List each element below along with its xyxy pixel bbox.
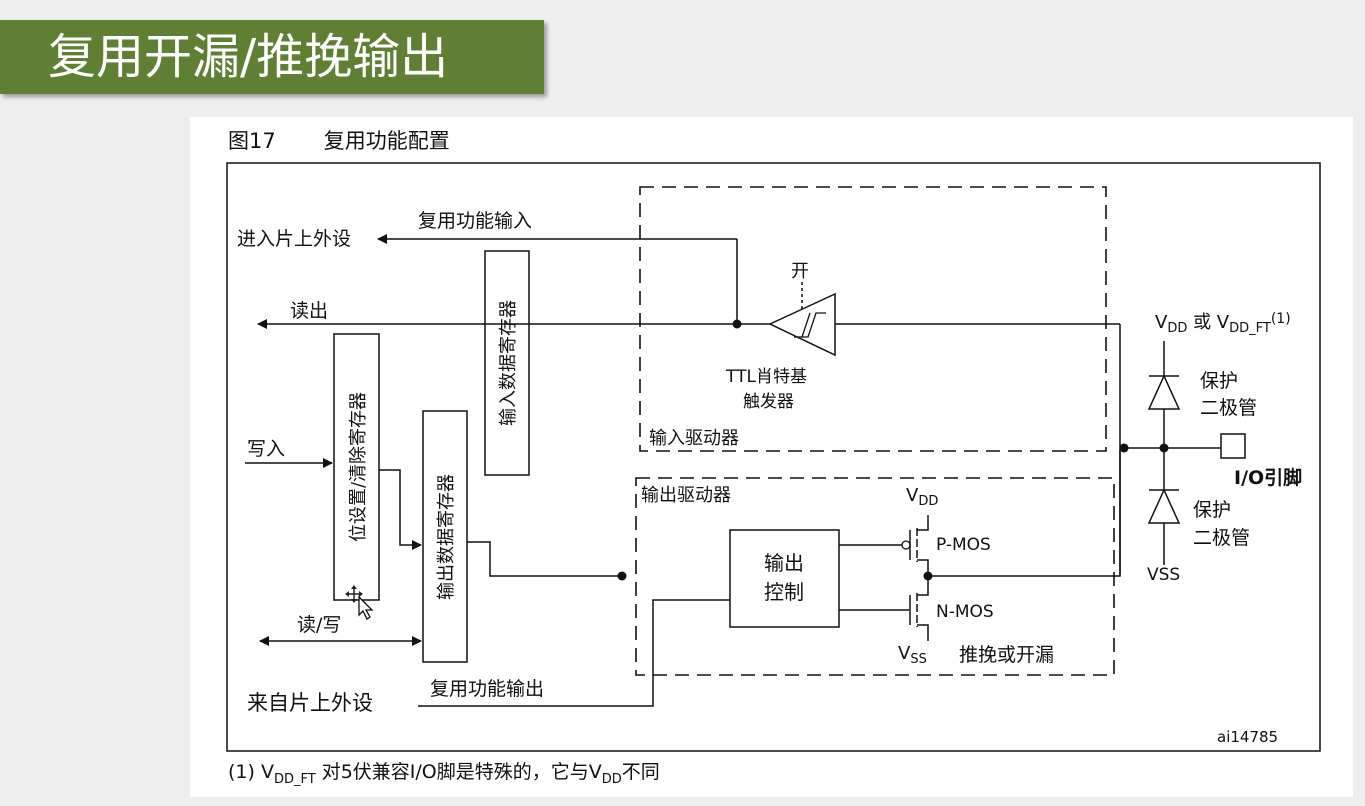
hysteresis-icon [794, 312, 826, 338]
pmos-gate-bubble [901, 540, 911, 550]
schmitt-label-2: 触发器 [743, 392, 794, 412]
junction-dot-pin [1119, 443, 1129, 453]
footnote-sub-2: DD [601, 771, 622, 787]
footnote: (1) VDD_FT 对5伏兼容I/O脚是特殊的，它与VDD不同 [228, 757, 660, 787]
output-control-label-2: 控制 [764, 580, 804, 604]
bit-set-reset-register [333, 333, 380, 601]
vdd-label: VDD [906, 485, 938, 509]
to-onchip-periph-label: 进入片上外设 [237, 228, 351, 250]
junction-dot-input [732, 319, 742, 329]
lower-protection-diode [1147, 488, 1181, 524]
slide-title: 复用开漏/推挽输出 [0, 20, 544, 94]
output-control-box [729, 529, 840, 628]
nmos-drain [917, 593, 929, 596]
write-in-label: 写入 [247, 438, 285, 460]
odr-output-wire [467, 541, 622, 577]
input-driver-box [639, 186, 1107, 452]
footnote-prefix: (1) V [228, 761, 274, 783]
pmos-drain [917, 559, 929, 593]
upper-diode-label-1: 保护 [1200, 370, 1238, 392]
footnote-suffix: 不同 [621, 761, 660, 783]
figure-number: 图17 [228, 129, 276, 153]
mouse-cursor-icon [345, 585, 374, 620]
input-driver-label: 输入驱动器 [649, 428, 739, 449]
junction-dot-odr [617, 571, 627, 581]
vss-label: VSS [898, 643, 927, 667]
bit-set-reset-register-label: 位设置/清除寄存器 [348, 392, 369, 542]
vdd-or-vddft-label: VDD 或 VDD_FT(1) [1155, 311, 1291, 336]
pmos-label: P-MOS [936, 535, 991, 555]
output-control-label-1: 输出 [764, 551, 804, 575]
figure-id: ai14785 [1217, 728, 1278, 746]
io-pin-square [1220, 433, 1246, 459]
schmitt-label-1: TTL肖特基 [725, 367, 807, 387]
pmos-source [917, 515, 929, 531]
bsrr-to-odr-wire [379, 469, 422, 550]
lower-diode-label-1: 保护 [1193, 499, 1231, 521]
upper-protection-diode [1147, 374, 1181, 410]
alt-func-input-label: 复用功能输入 [418, 210, 532, 232]
lower-diode-label-2: 二极管 [1193, 527, 1250, 549]
figure-card: 图17 复用功能配置 输入数据寄存器 位设置/清除寄存器 输出数据寄存器 进入片上… [190, 117, 1353, 797]
figure-caption: 图17 复用功能配置 [228, 125, 450, 155]
io-pin-label: I/O引脚 [1234, 467, 1302, 489]
footnote-middle: 对5伏兼容I/O脚是特殊的，它与V [315, 761, 602, 783]
nmos-label: N-MOS [936, 602, 994, 622]
output-driver-label: 输出驱动器 [641, 485, 731, 506]
output-data-register-label: 输出数据寄存器 [436, 474, 457, 600]
vss-plain-label: VSS [1147, 565, 1180, 585]
read-write-label: 读/写 [297, 614, 341, 636]
read-out-label: 读出 [290, 300, 328, 322]
on-label: 开 [791, 261, 809, 282]
output-data-register [422, 410, 468, 663]
figure-caption-text: 复用功能配置 [323, 129, 450, 153]
alternate-function-diagram: 输入数据寄存器 位设置/清除寄存器 输出数据寄存器 进入片上外设 复用功能输入 … [226, 162, 1321, 752]
footnote-sub-1: DD_FT [273, 771, 316, 787]
alt-func-output-label: 复用功能输出 [430, 678, 544, 700]
input-data-register-label: 输入数据寄存器 [498, 300, 519, 426]
alt-func-output-wire [418, 599, 730, 707]
from-onchip-periph-label: 来自片上外设 [247, 691, 373, 715]
schmitt-trigger-symbol [768, 292, 836, 357]
diagram-frame [226, 162, 1321, 752]
mos-to-pin-wire [928, 450, 1121, 577]
upper-diode-label-2: 二极管 [1200, 397, 1257, 419]
push-pull-label: 推挽或开漏 [959, 644, 1054, 666]
nmos-source [917, 624, 929, 641]
input-data-register [484, 250, 530, 476]
